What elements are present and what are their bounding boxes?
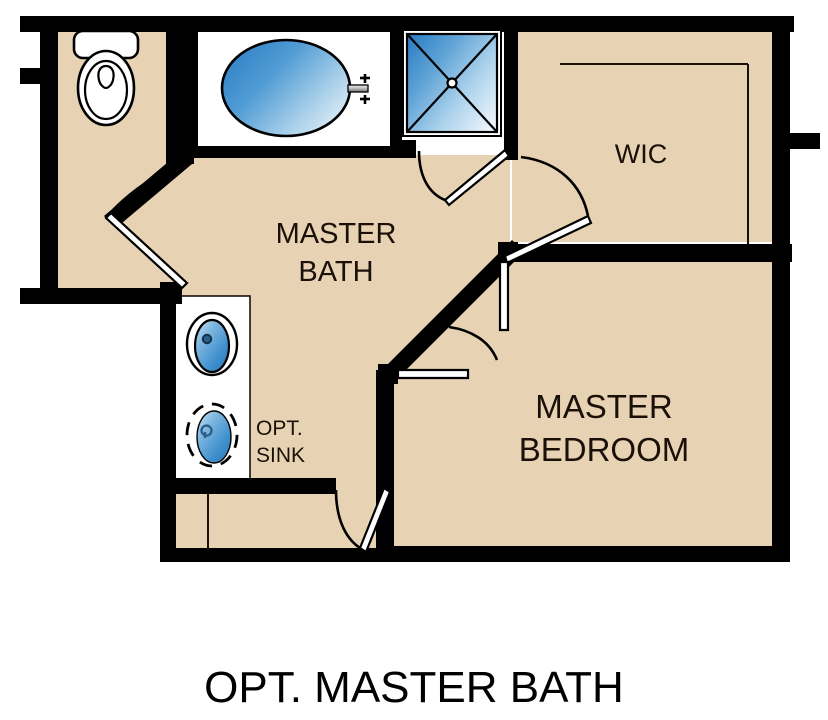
vanity-sinks <box>185 311 239 468</box>
toilet-bowl-inner <box>83 59 129 121</box>
toilet-seat-detail <box>97 64 115 90</box>
label-opt-sink-line2: SINK <box>256 444 305 467</box>
wall-lower-left <box>160 478 176 562</box>
wall-diagonal-upper <box>386 240 524 378</box>
bathtub-fixture <box>220 38 370 138</box>
sink-optional-ring <box>185 402 239 468</box>
label-master-bath-line2: BATH <box>298 256 373 288</box>
walls <box>20 16 820 562</box>
shower-drain <box>446 77 458 89</box>
wall-diagonal-bath-upper-left <box>104 152 192 228</box>
bedroom-entry-door <box>334 486 392 554</box>
wall-tub-right <box>390 30 402 156</box>
bath-door-arc <box>448 325 499 361</box>
wall-bedroom-right <box>772 244 790 562</box>
shower-door-panel <box>443 148 511 207</box>
wall-right-stub <box>788 133 820 149</box>
label-wic: WIC <box>615 139 667 169</box>
tub-basin <box>220 38 352 138</box>
label-master-bedroom-line1: MASTER <box>535 388 673 425</box>
wic-door-arc <box>520 155 590 217</box>
label-opt-sink-line1: OPT. <box>256 417 303 440</box>
wall-wic-right-exterior <box>772 16 790 262</box>
entry-door-panel <box>358 486 392 554</box>
toilet-fixture <box>72 29 140 127</box>
water-closet-door-panel <box>104 211 189 290</box>
doors <box>104 63 749 554</box>
sink-standard-drain <box>201 333 213 345</box>
wall-bath-bottom <box>160 478 336 494</box>
wall-tub-left <box>182 30 198 156</box>
wall-bedroom-bottom <box>386 546 790 562</box>
tub-faucet-spout <box>347 84 369 93</box>
bath-door-panel-horizontal <box>396 368 470 380</box>
wall-tub-bottom <box>182 146 402 158</box>
label-master-bedroom-line2: BEDROOM <box>519 431 690 468</box>
floor-wic <box>512 30 774 242</box>
wall-top-exterior <box>38 16 794 32</box>
room-labels: MASTER BATH MASTER BEDROOM WIC OPT. SINK <box>256 139 689 468</box>
entry-door-arc <box>334 489 361 550</box>
label-master-bath-line1: MASTER <box>276 218 397 250</box>
wall-water-closet-bottom <box>20 288 180 304</box>
tub-faucet-handles <box>360 74 370 104</box>
wall-vanity-left <box>160 288 176 488</box>
wall-node-diagonal-bottom <box>378 364 398 384</box>
plan-title: OPT. MASTER BATH <box>204 663 624 712</box>
bedroom-to-bath-door <box>396 260 510 380</box>
shower-door-arc <box>417 150 446 202</box>
wall-shower-bottom <box>400 140 416 158</box>
sink-standard-ring <box>185 311 239 377</box>
wall-wic-bottom <box>504 244 792 262</box>
shower-fixture <box>402 29 502 137</box>
wall-water-closet-right <box>166 30 184 165</box>
water-closet-door <box>104 160 189 290</box>
bath-door-panel-vertical <box>498 260 510 332</box>
wall-water-closet-left <box>40 16 58 304</box>
shower-door <box>417 148 511 207</box>
wic-shelf-line <box>560 63 749 244</box>
wall-bath-top-shoulder <box>180 150 194 164</box>
sink-optional-basin <box>196 410 232 464</box>
wall-shower-right <box>504 30 518 160</box>
sink-standard-basin <box>193 318 231 374</box>
sink-optional-drain <box>200 424 213 438</box>
floor-master-bedroom <box>386 262 774 560</box>
wall-lower-left-bottom <box>160 548 392 562</box>
wall-node-bath-lower-left <box>160 282 182 304</box>
